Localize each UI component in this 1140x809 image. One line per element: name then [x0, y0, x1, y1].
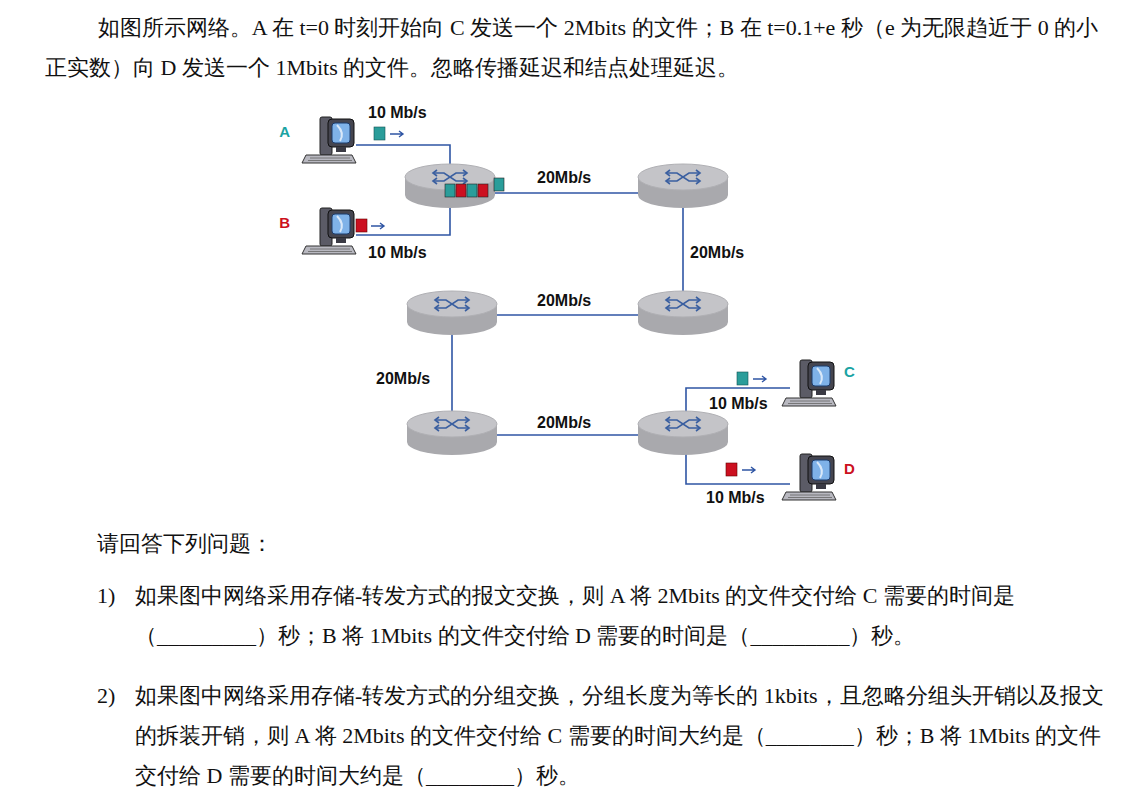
link-rate: 20Mb/s — [537, 169, 591, 187]
host-label: A — [279, 123, 290, 140]
computer-icon — [780, 358, 844, 410]
routers — [405, 164, 728, 455]
packets — [356, 127, 766, 476]
problem-statement: 如图所示网络。A 在 t=0 时刻开始向 C 发送一个 2Mbits 的文件；B… — [45, 8, 1115, 88]
link-rate: 20Mb/s — [537, 292, 591, 310]
host-computer: D — [780, 452, 844, 504]
question-intro: 请回答下列问题： — [97, 524, 273, 564]
host-computer: C — [780, 358, 844, 410]
link-rate: 10 Mb/s — [368, 244, 427, 262]
host-label: B — [279, 214, 290, 231]
computer-icon — [300, 115, 364, 167]
link-rate: 10 Mb/s — [706, 489, 765, 507]
link-rate: 10 Mb/s — [709, 395, 768, 413]
computer-icon — [300, 206, 364, 258]
question-text: 如果图中网络采用存储-转发方式的报文交换，则 A 将 2Mbits 的文件交付给… — [135, 576, 1115, 656]
link-rate: 10 Mb/s — [368, 104, 427, 122]
host-computer: B — [300, 206, 364, 258]
link-rate: 20Mb/s — [376, 370, 430, 388]
question-number: 2) — [97, 676, 115, 716]
computer-icon — [780, 452, 844, 504]
host-label: D — [844, 460, 855, 477]
host-computer: A — [300, 115, 364, 167]
links — [356, 145, 790, 484]
question-text: 如果图中网络采用存储-转发方式的分组交换，分组长度为等长的 1kbits，且忽略… — [135, 676, 1115, 796]
question-number: 1) — [97, 576, 115, 616]
link-rate: 20Mb/s — [690, 244, 744, 262]
host-label: C — [844, 363, 855, 380]
link-rate: 20Mb/s — [537, 414, 591, 432]
